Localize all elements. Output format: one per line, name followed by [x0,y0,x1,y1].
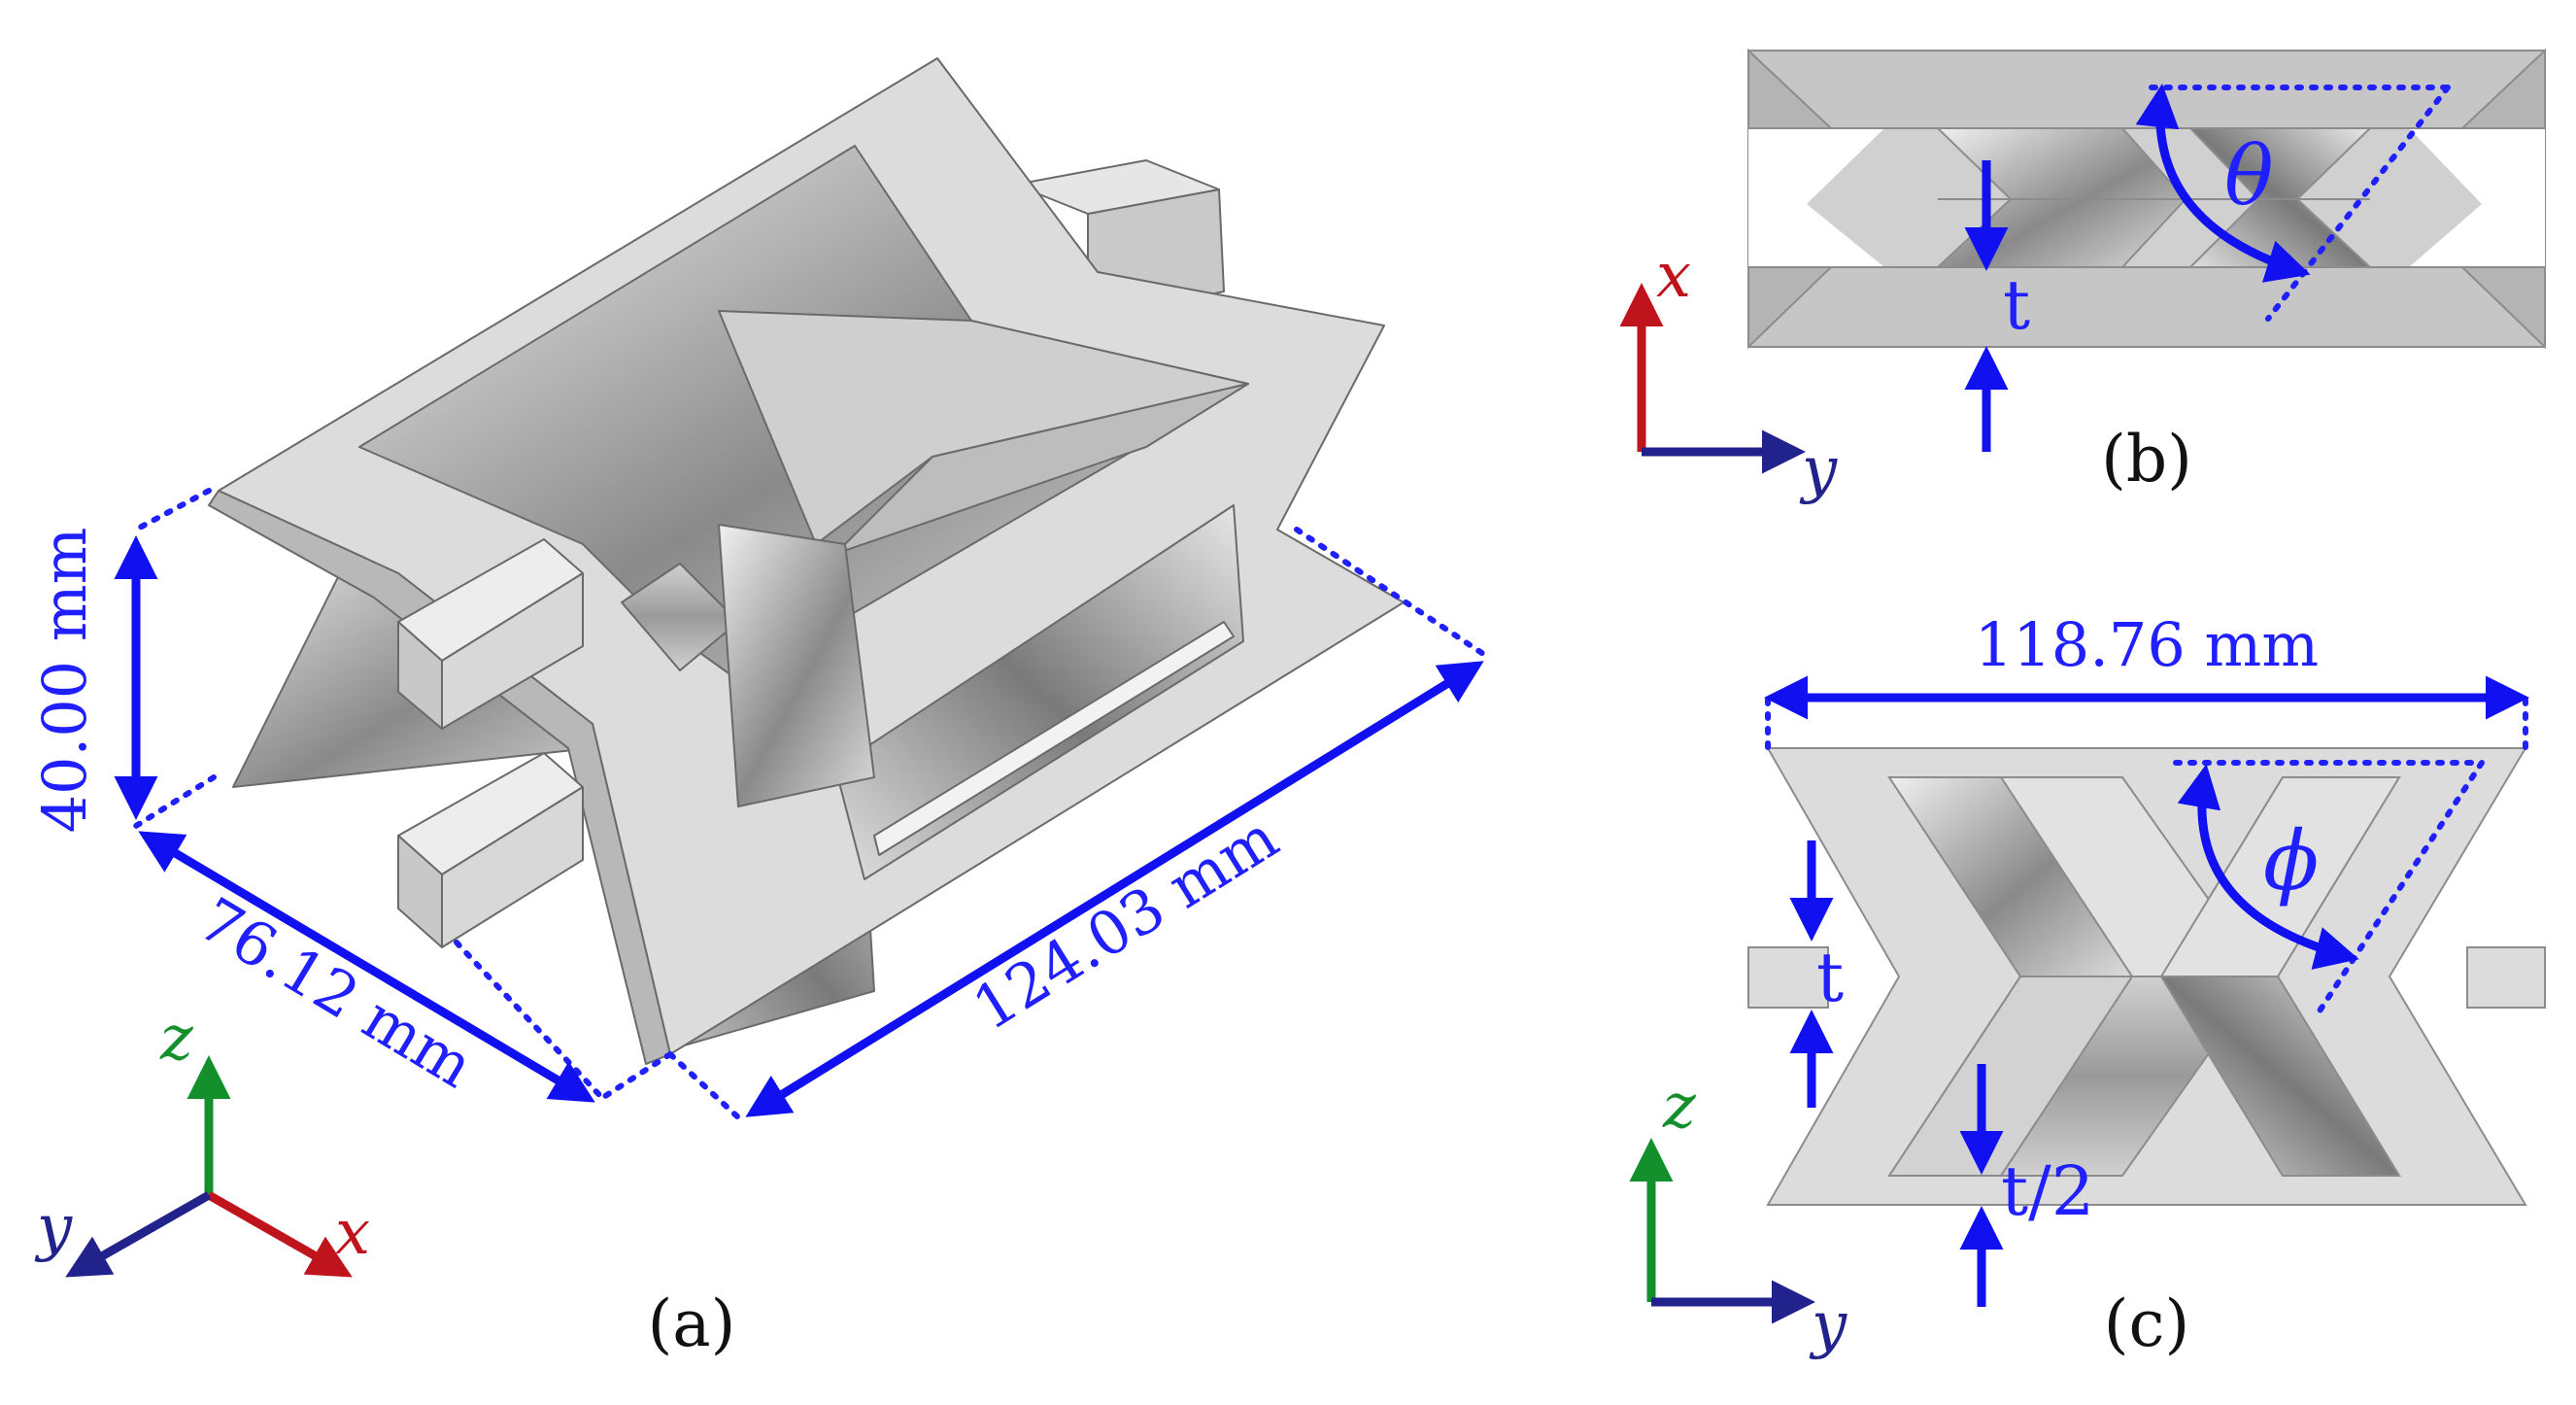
height-dimension-label: 40.00 mm [29,528,100,834]
panel-c: 118.76 mm t t/2 ϕ z y (c) [1629,609,2546,1361]
z-axis-label: z [159,1003,194,1075]
panel-c-caption: (c) [2104,1286,2189,1361]
z-axis-label: z [1662,1071,1697,1143]
angle-guide-line [2265,85,2451,322]
axis-triad-c: z y [1629,1071,1847,1361]
length-dimension-arrow [745,661,1484,1117]
x-axis-label: x [1656,240,1691,312]
extension-line [1294,527,1489,659]
angle-guide-line [2314,760,2485,1018]
top-view-geometry [1747,48,2546,350]
panel-b: t θ x y (b) [1619,48,2546,506]
theta-label: θ [2224,128,2274,223]
half-thickness-label: t/2 [2001,1151,2094,1231]
phi-angle-arc [2177,764,2359,970]
panel-a-caption: (a) [648,1286,736,1361]
width-dimension-arrow [138,831,595,1103]
panel-a: 40.00 mm 76.12 mm 124.03 mm z x y (a) [29,57,1489,1361]
extension-line [133,488,212,532]
axis-triad-b: x y [1619,240,1838,506]
extension-line [454,940,605,1101]
panel-b-caption: (b) [2101,422,2192,497]
width-dimension-label: 118.76 mm [1975,609,2319,680]
extension-line [667,1051,741,1120]
front-view-geometry [1747,747,2546,1206]
axis-triad-a: z x y [34,1003,370,1278]
thickness-label: t [1816,938,1844,1017]
y-axis-label: y [34,1192,73,1264]
isometric-lattice-model [208,57,1405,1065]
x-axis-label: x [335,1197,370,1269]
thickness-label: t [2003,265,2030,345]
y-axis-label: y [1799,434,1838,506]
extension-line [599,1051,673,1101]
y-axis-label: y [1809,1289,1847,1361]
phi-label: ϕ [2263,813,2319,908]
theta-angle-arc [2135,84,2311,283]
extension-line [133,774,217,829]
